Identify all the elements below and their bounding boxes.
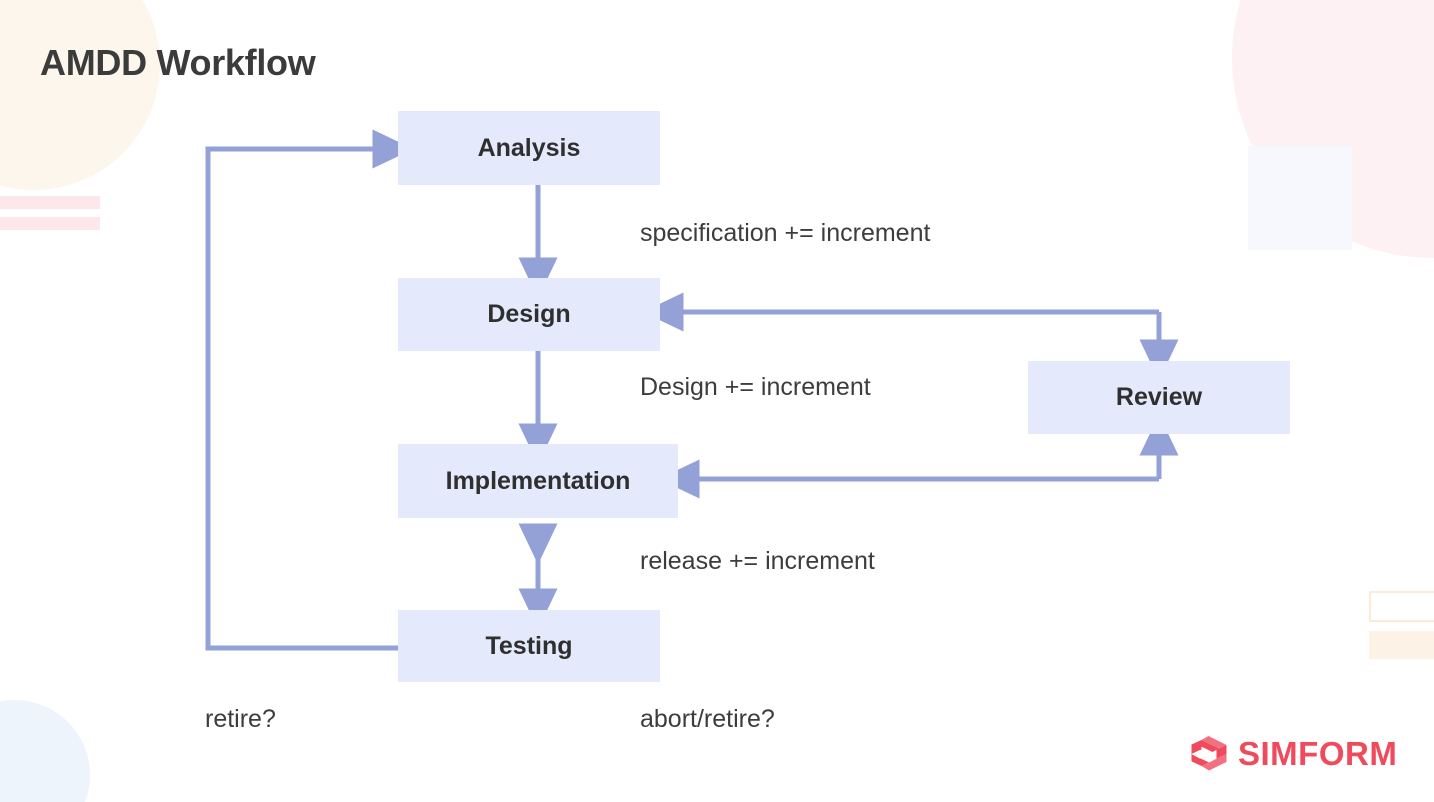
flow-node-design[interactable]: Design: [398, 278, 660, 351]
edge-label-release: release += increment: [640, 547, 875, 575]
edge-testing-to-analysis-loop: [205, 129, 414, 651]
flow-node-analysis[interactable]: Analysis: [398, 111, 660, 185]
page-title: AMDD Workflow: [40, 42, 316, 83]
edge-label-retire: retire?: [205, 705, 276, 733]
flow-node-review[interactable]: Review: [1028, 361, 1290, 434]
edge-review-to-implementation: [658, 414, 1179, 499]
flow-node-design-label: Design: [487, 300, 571, 328]
flow-node-implementation[interactable]: Implementation: [398, 444, 678, 518]
flow-node-analysis-label: Analysis: [477, 133, 581, 162]
flow-node-implementation-label: Implementation: [445, 466, 631, 495]
simform-wordmark: SIMFORM: [1238, 734, 1398, 772]
flow-node-testing-label: Testing: [485, 631, 573, 660]
edge-label-abort-retire: abort/retire?: [640, 705, 775, 733]
flow-node-testing[interactable]: Testing: [398, 610, 660, 682]
edge-label-design-increment: Design += increment: [640, 373, 871, 401]
simform-diamond-icon: [1191, 736, 1227, 771]
edge-label-specification: specification += increment: [640, 219, 931, 247]
flow-node-review-label: Review: [1115, 383, 1203, 411]
edge-review-to-design: [642, 292, 1179, 381]
simform-logo: SIMFORM: [1188, 732, 1397, 774]
